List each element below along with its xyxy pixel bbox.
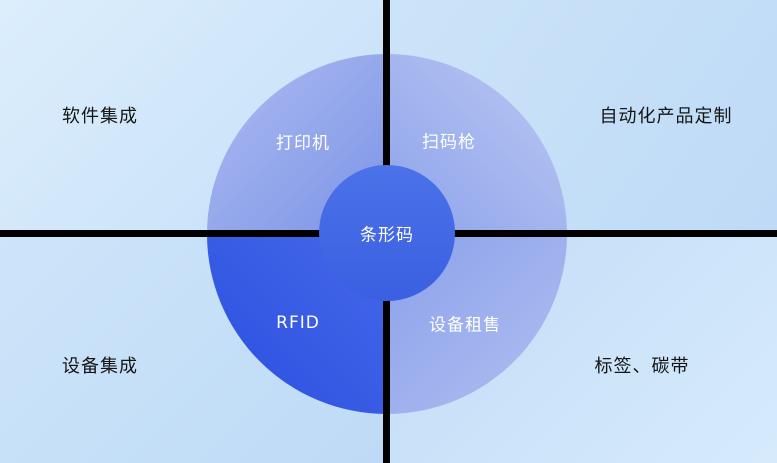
corner-label-equipment-integration: 设备集成 [62, 356, 138, 377]
corner-label-automation-customization: 自动化产品定制 [599, 106, 733, 127]
center-circle [319, 165, 455, 301]
segment-label-scanner: 扫码枪 [422, 132, 476, 153]
segment-label-equipment-rental: 设备租售 [429, 315, 501, 336]
segment-label-rfid: RFID [276, 313, 320, 333]
center-label-barcode: 条形码 [360, 225, 414, 246]
corner-label-software-integration: 软件集成 [62, 106, 138, 127]
segment-label-printer: 打印机 [276, 133, 330, 154]
corner-label-labels-ribbons: 标签、碳带 [594, 356, 690, 377]
